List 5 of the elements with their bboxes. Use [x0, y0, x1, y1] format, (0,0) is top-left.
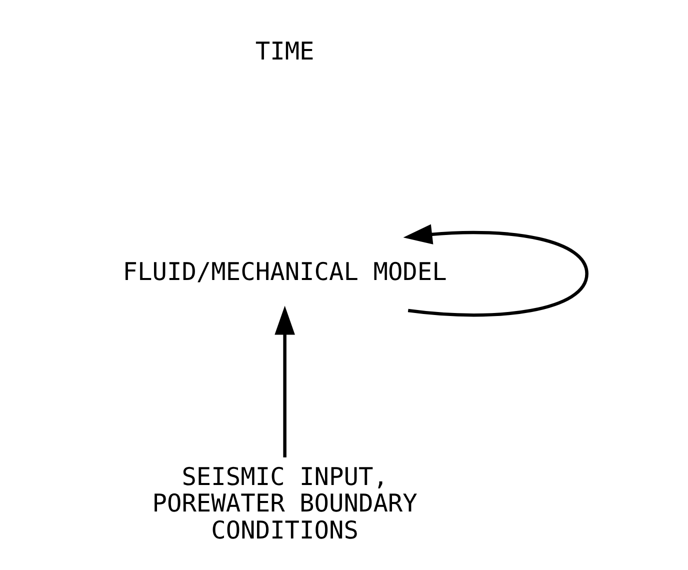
node-text: FLUID/MECHANICAL MODEL — [122, 257, 447, 286]
arrow — [403, 224, 588, 317]
node-text: SEISMIC INPUT, POREWATER BOUNDARY CONDITIONS — [152, 462, 418, 544]
arrow — [274, 306, 295, 458]
label: TIME — [255, 36, 314, 66]
